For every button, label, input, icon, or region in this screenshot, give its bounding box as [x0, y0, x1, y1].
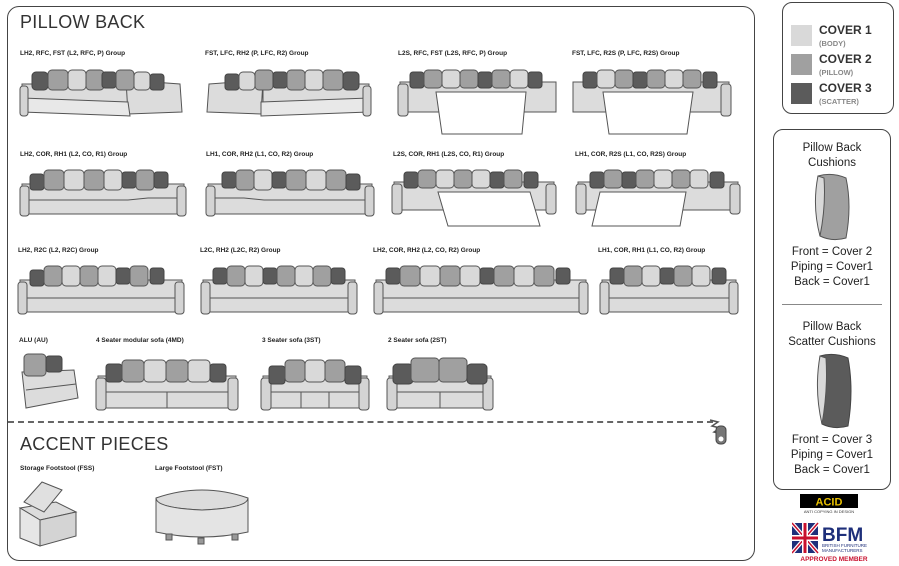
section-title-accent-pieces: ACCENT PIECES [20, 434, 169, 454]
scatter-cushion-front: Front = Cover 3 [791, 434, 873, 446]
product-label: L2S, RFC, FST (L2S, RFC, P) Group [398, 50, 508, 57]
cover1-sub: (BODY) [819, 39, 846, 48]
product-label: LH2, R2C (L2, R2C) Group [18, 247, 99, 254]
pillow-cushion-back: Back = Cover1 [794, 276, 870, 288]
sofa-bed-illustration [575, 169, 741, 227]
cover2-name: COVER 2 [819, 52, 872, 66]
panel-divider [782, 304, 882, 305]
accent-label: Storage Footstool (FSS) [20, 465, 95, 472]
sofa-illustration [17, 265, 185, 315]
sofa-illustration [95, 359, 239, 411]
product-label: LH2, COR, RH1 (L2, CO, R1) Group [20, 151, 128, 158]
cushion-info-panel: Pillow Back Cushions Front = Cover 2 Pip… [773, 129, 891, 490]
sofa-illustration [205, 169, 375, 217]
acid-logo-subtext: ANTI COPYING IN DESIGN [804, 509, 854, 514]
cover1-swatch [791, 25, 812, 46]
scatter-cushion-back: Back = Cover1 [794, 464, 870, 476]
bfm-approved-text: APPROVED MEMBER [800, 556, 867, 563]
scatter-cushion-title: Scatter Cushions [788, 336, 876, 348]
pillow-cushion-front: Front = Cover 2 [791, 246, 873, 258]
product-label: LH1, COR, RH1 (L1, CO, R2) Group [598, 247, 706, 254]
zip-pull-icon [709, 419, 727, 445]
pillow-cushion-piping: Piping = Cover1 [790, 261, 874, 273]
product-label: 4 Seater modular sofa (4MD) [96, 337, 184, 344]
product-label: FST, LFC, R2S (P, LFC, R2S) Group [572, 50, 680, 57]
cover2-sub: (PILLOW) [819, 68, 854, 77]
scatter-cushion-piping: Piping = Cover1 [790, 449, 874, 461]
product-label: L2S, COR, RH1 (L2S, CO, R1) Group [393, 151, 505, 158]
sofa-illustration [260, 359, 370, 411]
storage-footstool-illustration [18, 481, 78, 547]
pillow-cushion-icon [814, 173, 850, 241]
product-label: FST, LFC, RH2 (P, LFC, R2) Group [205, 50, 309, 57]
sofa-bed-illustration [391, 169, 557, 227]
scatter-cushion-icon [816, 353, 852, 429]
product-label: LH2, RFC, FST (L2, RFC, P) Group [20, 50, 126, 57]
product-label: 2 Seater sofa (2ST) [388, 337, 447, 344]
cover3-swatch [791, 83, 812, 104]
bfm-logo-text: BFM [822, 525, 863, 546]
cover-legend: COVER 1 (BODY) COVER 2 (PILLOW) COVER 3 … [782, 2, 894, 114]
acid-logo-text: ACID [816, 497, 843, 509]
sofa-illustration [19, 69, 183, 117]
bfm-logo: BFM BRITISH FURNITURE MANUFACTURERS APPR… [792, 521, 868, 563]
pillow-cushion-title: Pillow Back [802, 142, 862, 154]
cover3-sub: (SCATTER) [819, 97, 859, 106]
sofa-bed-illustration [397, 69, 557, 135]
product-label: ALU (AU) [19, 337, 48, 344]
pillow-cushion-title: Cushions [808, 157, 856, 169]
sofa-illustration [19, 169, 187, 217]
cover1-name: COVER 1 [819, 23, 872, 37]
acid-logo: ACID ANTI COPYING IN DESIGN [800, 494, 858, 514]
product-label: 3 Seater sofa (3ST) [262, 337, 321, 344]
sofa-illustration [373, 265, 589, 315]
sofa-illustration [206, 69, 372, 117]
cover2-swatch [791, 54, 812, 75]
bfm-logo-subtext: BRITISH FURNITURE [822, 543, 867, 548]
accent-label: Large Footstool (FST) [155, 465, 223, 472]
large-footstool-illustration [155, 489, 249, 545]
product-label: LH1, COR, RH2 (L1, CO, R2) Group [206, 151, 314, 158]
sofa-illustration [200, 265, 358, 315]
bfm-logo-subtext: MANUFACTURERS [822, 548, 863, 553]
main-panel [7, 6, 755, 561]
sofa-illustration [386, 357, 494, 411]
scatter-cushion-title: Pillow Back [802, 321, 862, 333]
cover3-name: COVER 3 [819, 81, 872, 95]
section-divider [8, 421, 713, 423]
product-label: LH1, COR, R2S (L1, CO, R2S) Group [575, 151, 687, 158]
sofa-illustration [599, 265, 739, 315]
product-label: LH2, COR, RH2 (L2, CO, R2) Group [373, 247, 481, 254]
section-title-pillow-back: PILLOW BACK [20, 12, 146, 32]
product-label: L2C, RH2 (L2C, R2) Group [200, 247, 281, 254]
armless-unit-illustration [21, 353, 79, 409]
sofa-bed-illustration [572, 69, 732, 135]
